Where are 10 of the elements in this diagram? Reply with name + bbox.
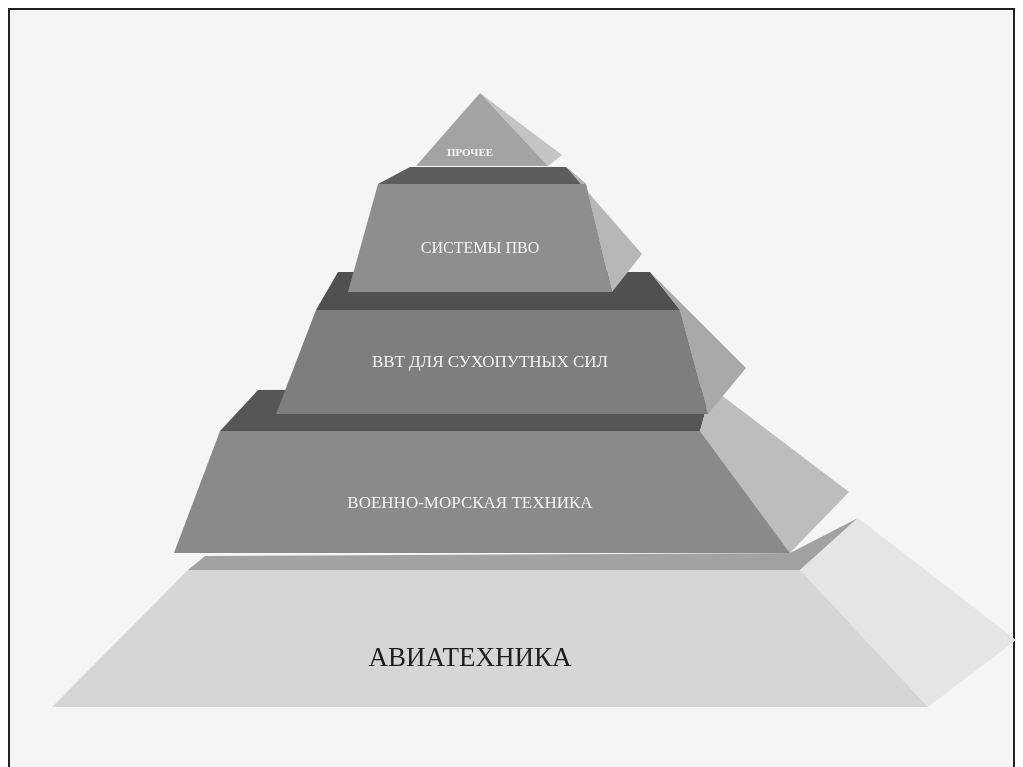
tier-label: ВОЕННО-МОРСКАЯ ТЕХНИКА — [347, 493, 593, 511]
tier-label: ПРОЧЕЕ — [446, 146, 494, 158]
pyramid-tier — [174, 431, 790, 553]
tier-label: СИСТЕМЫ ПВО — [420, 240, 540, 256]
pyramid-tier — [348, 184, 612, 292]
tier-label: АВИАТЕХНИКА — [368, 643, 572, 671]
pyramid-tier — [416, 93, 548, 166]
pyramid-tier — [276, 310, 708, 414]
tier-label: ВВТ ДЛЯ СУХОПУТНЫХ СИЛ — [371, 352, 609, 370]
pyramid-tier — [52, 570, 928, 707]
